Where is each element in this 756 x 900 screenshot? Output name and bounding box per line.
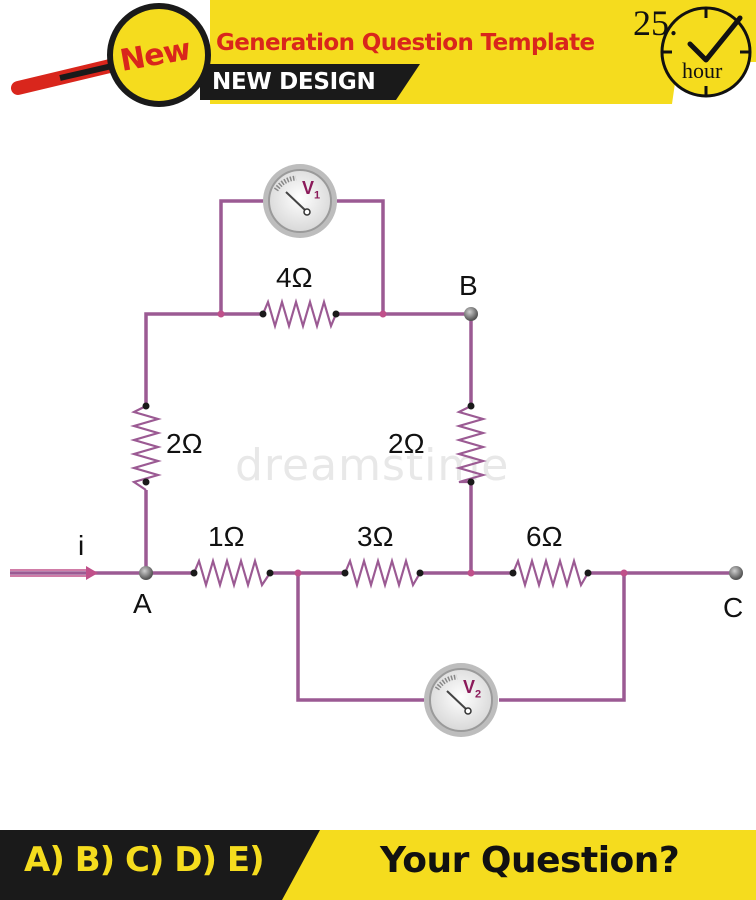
resistor-4-ohm: [261, 298, 338, 330]
node-a-dot: [139, 566, 153, 580]
resistors: [130, 298, 589, 589]
terminal-dots: [142, 310, 592, 577]
header-banner: [11, 0, 756, 107]
label-4-ohm: 4Ω: [276, 262, 313, 293]
header-title: Generation Question Template: [216, 30, 595, 56]
resistor-1-ohm: [192, 557, 271, 589]
voltmeter-v1: [263, 164, 337, 238]
label-1-ohm: 1Ω: [208, 521, 245, 552]
header-subtitle: NEW DESIGN: [212, 69, 376, 95]
circuit-diagram: [10, 164, 743, 737]
voltmeter-v2: [424, 663, 498, 737]
wires: [10, 199, 736, 702]
node-b-label: B: [459, 270, 478, 301]
footer-banner: [0, 830, 756, 900]
v2-label: V2: [463, 677, 482, 701]
resistor-left-2-ohm: [130, 405, 162, 491]
current-label: i: [78, 530, 85, 561]
label-3-ohm: 3Ω: [357, 521, 394, 552]
label-left-2-ohm: 2Ω: [166, 428, 203, 459]
node-c-dot: [729, 566, 743, 580]
question-prompt: Your Question?: [380, 840, 680, 881]
node-b-dot: [464, 307, 478, 321]
label-right-2-ohm: 2Ω: [388, 428, 425, 459]
resistor-3-ohm: [343, 557, 421, 589]
v1-label: V1: [302, 178, 321, 202]
resistor-6-ohm: [511, 557, 589, 589]
answer-options: A) B) C) D) E): [24, 840, 265, 880]
current-arrow: [10, 566, 98, 580]
node-a-label: A: [133, 588, 152, 619]
timer-number: 25.: [633, 3, 678, 43]
timer-unit: hour: [682, 58, 723, 83]
label-6-ohm: 6Ω: [526, 521, 563, 552]
resistor-right-2-ohm: [455, 405, 487, 484]
junction-dots: [217, 310, 628, 577]
node-c-label: C: [723, 592, 744, 623]
